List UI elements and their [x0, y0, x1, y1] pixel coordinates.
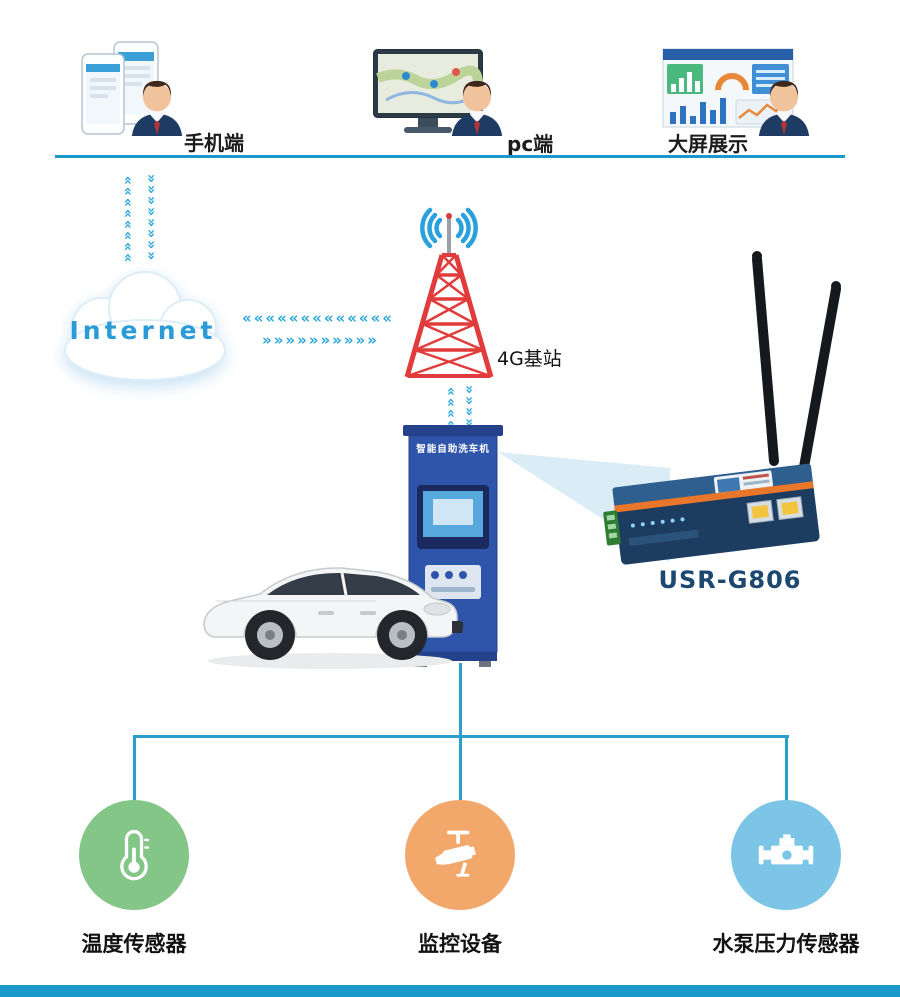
water-pump-icon [758, 834, 814, 865]
cctv-camera-icon [435, 830, 476, 877]
kiosk-title: 智能自助洗车机 [416, 444, 490, 455]
flow-up-icon: »»»»»»»» [120, 173, 136, 263]
connector-right-stub-line [785, 735, 788, 801]
usr-g806-router [603, 251, 841, 565]
internet-label: Internet [69, 316, 217, 345]
flow-down-icon: »»»»»»»» [143, 173, 159, 263]
pc-client-label: pc端 [507, 132, 554, 156]
desktop-monitor-icon [373, 49, 483, 133]
bottom-accent-bar [0, 985, 900, 997]
4g-tower-icon [404, 207, 494, 378]
car-icon [203, 567, 464, 669]
thermometer-icon [120, 829, 149, 881]
temperature-sensor-circle [79, 800, 189, 910]
connector-left-stub-line [133, 735, 136, 801]
top-separator-line [55, 155, 845, 158]
pump-pressure-sensor-circle [731, 800, 841, 910]
pump-pressure-sensor-label: 水泵压力传感器 [712, 932, 860, 956]
base-station-label: 4G基站 [497, 348, 562, 370]
user-avatar-icon [131, 80, 183, 137]
flow-right-icon: »»»»»»»»»» [262, 331, 379, 349]
big-screen-label: 大屏展示 [668, 132, 748, 156]
connector-middle-stub-line [459, 735, 462, 801]
user-avatar-icon [451, 80, 503, 137]
flow-left-icon: ««««««««««««« [242, 309, 394, 327]
connector-kiosk-down-line [459, 663, 462, 737]
router-model-label: USR-G806 [658, 566, 802, 594]
internet-cloud-icon [64, 271, 226, 381]
monitoring-device-circle [405, 800, 515, 910]
monitoring-device-label: 监控设备 [418, 932, 502, 956]
mobile-client-label: 手机端 [184, 131, 244, 155]
temperature-sensor-label: 温度传感器 [81, 932, 187, 956]
user-avatar-icon [758, 80, 810, 137]
